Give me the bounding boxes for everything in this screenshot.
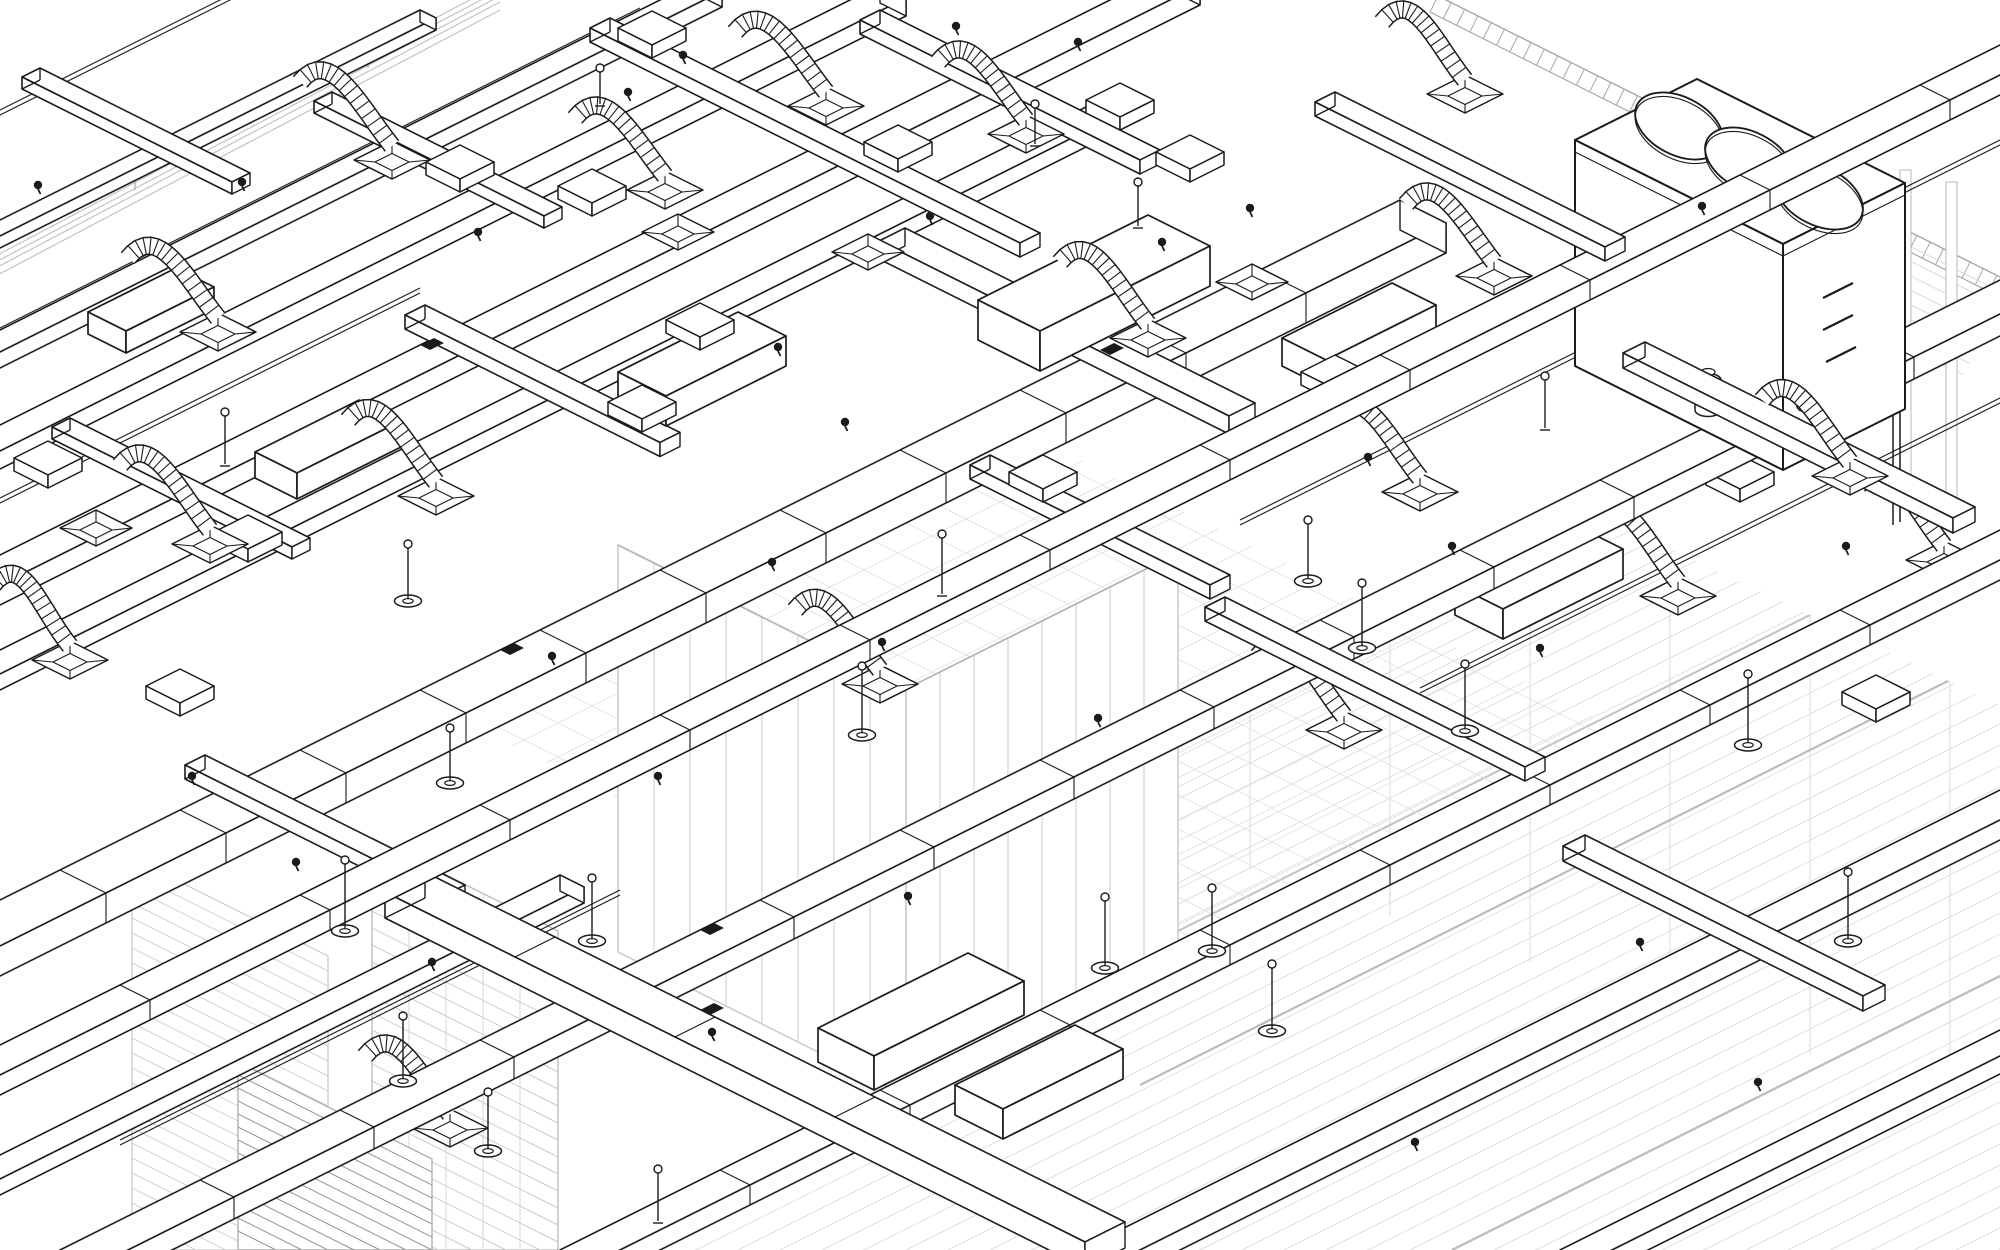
- sprinkler-head: [237, 177, 247, 192]
- duct-hanger-rod: [1347, 578, 1377, 655]
- sprinkler-head: [767, 557, 777, 572]
- duct-hanger-rod: [393, 539, 423, 608]
- duct-hanger-rod: [388, 1011, 418, 1088]
- foreground-duct-runs: [0, 44, 2000, 1096]
- duct-hanger-rod: [937, 529, 947, 597]
- sprinkler-head: [427, 957, 437, 972]
- sprinkler-head: [33, 180, 43, 195]
- flex-duct-runout: [112, 444, 249, 564]
- sprinkler-head: [1753, 1077, 1763, 1092]
- sprinkler-head: [707, 1027, 717, 1042]
- flex-duct-runout: [1398, 182, 1533, 296]
- sprinkler-head: [877, 637, 887, 652]
- flex-duct-runout: [1052, 240, 1187, 358]
- duct-hanger-rod: [847, 661, 877, 742]
- sprinkler-head: [773, 342, 783, 357]
- sprinkler-head: [547, 651, 557, 666]
- flex-duct-runout: [727, 10, 865, 126]
- duct-hanger-rod: [435, 723, 465, 790]
- sprinkler-head: [623, 87, 633, 102]
- flex-duct-runout: [567, 96, 704, 210]
- sprinkler-head: [187, 771, 197, 786]
- lower-duct-network: [0, 279, 2000, 1250]
- sprinkler-head: [903, 891, 913, 906]
- conduit-run: [0, 0, 232, 116]
- duct-hanger-rod: [1540, 371, 1550, 431]
- sprinkler-head: [1697, 201, 1707, 216]
- sprinkler-head: [1073, 37, 1083, 52]
- sprinkler-head: [951, 21, 961, 36]
- foreground-ducts: [0, 44, 2000, 1096]
- sprinkler-head: [840, 417, 850, 432]
- duct-hanger-rod: [1733, 669, 1763, 752]
- sprinkler-head: [1410, 1137, 1420, 1152]
- duct-hanger-rod: [1833, 867, 1863, 948]
- sprinkler-head: [1245, 203, 1255, 218]
- duct-hanger-rod: [595, 63, 605, 107]
- flex-duct-runout: [0, 564, 109, 680]
- duct-hanger-rod: [1450, 659, 1480, 738]
- flex-duct-runout: [1754, 378, 1889, 496]
- sprinkler-head: [1093, 713, 1103, 728]
- duct-hanger-rod: [1197, 883, 1227, 958]
- sprinkler-head: [291, 857, 301, 872]
- sprinkler-head: [1157, 237, 1167, 252]
- duct-hanger-rod: [653, 1164, 663, 1224]
- flex-duct-runout: [120, 236, 257, 352]
- hangers: [220, 63, 1863, 1224]
- sprinkler-head: [1841, 541, 1851, 556]
- duct-hanger-rod: [1030, 99, 1040, 147]
- sprinkler-head: [678, 50, 688, 65]
- sprinkler-heads: [33, 21, 1851, 1152]
- sprinkler-head: [1635, 937, 1645, 952]
- sprinkler-head: [925, 211, 935, 226]
- sprinkler-head: [473, 227, 483, 242]
- duct-hanger-rod: [220, 407, 230, 467]
- flex-duct-runout: [930, 40, 1065, 154]
- duct-hanger-rod: [1293, 515, 1323, 588]
- flex-duct-runout: [340, 398, 475, 516]
- duct-hanger-rod: [1090, 892, 1120, 975]
- duct-hanger-rod: [1257, 959, 1287, 1038]
- duct-hanger-rod: [577, 873, 607, 948]
- flex-duct-runout: [1374, 0, 1504, 114]
- conduit-run: [1419, 397, 2000, 694]
- sprinkler-head: [1447, 541, 1457, 556]
- sprinkler-head: [653, 771, 663, 786]
- sprinkler-head: [1363, 452, 1373, 467]
- duct-hanger-rod: [1133, 177, 1143, 229]
- point-symbols: [33, 21, 1863, 1224]
- sprinkler-head: [1535, 643, 1545, 658]
- flex-duct-runout: [292, 61, 431, 180]
- duct-hanger-rod: [330, 855, 360, 938]
- duct-hanger-rod: [473, 1087, 503, 1158]
